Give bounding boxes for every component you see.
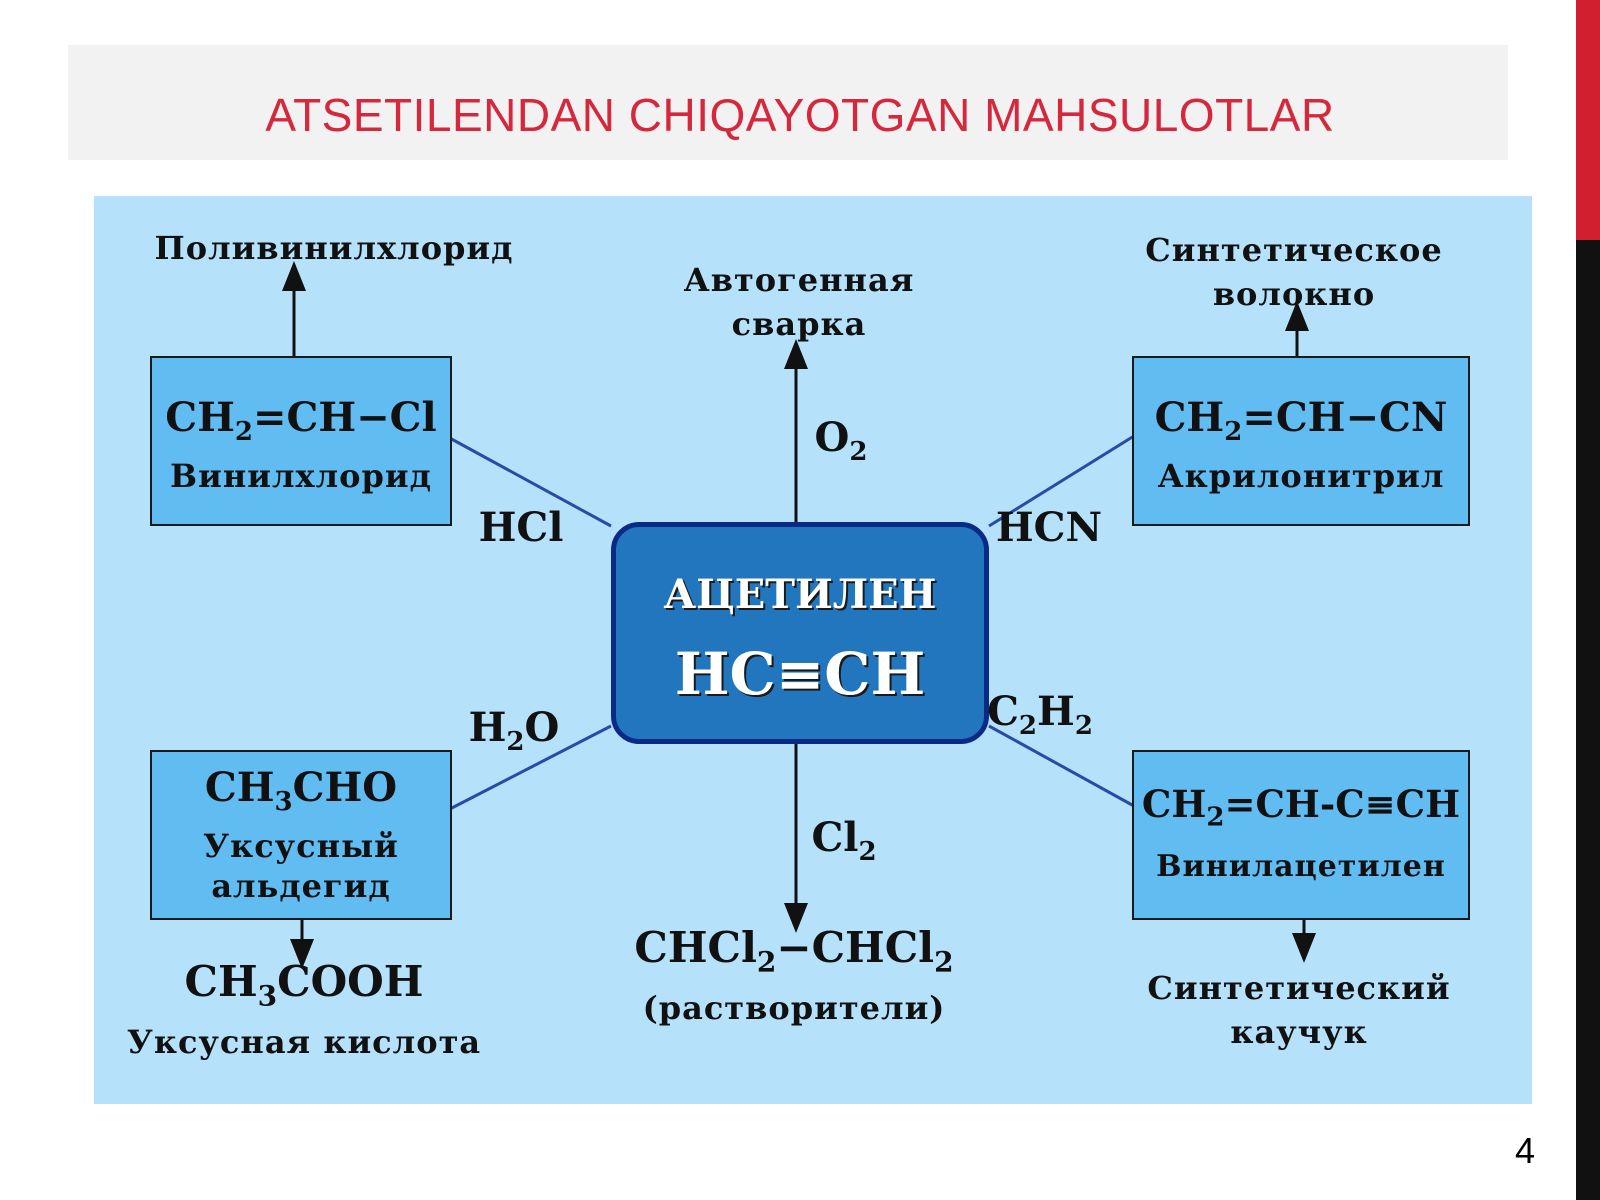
link-c2h2 xyxy=(988,724,1135,808)
box-vinyl-chloride: CH2=CH−Cl Винилхлорид xyxy=(150,356,452,526)
reagent-h2o: H2O xyxy=(468,704,560,757)
reagent-c2h2: C2H2 xyxy=(987,688,1093,741)
center-acetylene: АЦЕТИЛЕН HC≡CH xyxy=(611,522,989,744)
product-solvents: CHCl2−CHCl2 (растворители) xyxy=(634,923,954,1028)
reagent-o2: O2 xyxy=(814,414,868,467)
product-acetic-acid: CH3COOH Уксусная кислота xyxy=(126,957,482,1062)
side-accent-black xyxy=(1576,240,1600,1200)
slide-title: ATSETILENDAN CHIQAYOTGAN MAHSULOTLAR xyxy=(265,89,1335,141)
reaction-diagram: Поливинилхлорид Автогенная сварка Синтет… xyxy=(94,196,1532,1104)
product-rubber: Синтетический каучук xyxy=(1147,969,1451,1051)
side-accent-red xyxy=(1576,0,1600,240)
reagent-hcl: HCl xyxy=(478,504,564,551)
link-h2o xyxy=(445,724,612,813)
reagent-hcn: HCN xyxy=(995,504,1103,551)
slide-number: 4 xyxy=(1515,1130,1536,1171)
product-welding: Автогенная сварка xyxy=(683,261,915,343)
link-hcl xyxy=(445,434,612,528)
box-acrylonitrile: CH2=CH−CN Акрилонитрил xyxy=(1132,356,1470,526)
box-vinylacetylene: CH2=CH-C≡CH Винилацетилен xyxy=(1132,750,1470,920)
product-pvc: Поливинилхлорид xyxy=(154,229,514,267)
box-acetaldehyde: CH3CHO Уксусный альдегид xyxy=(150,750,452,920)
reagent-cl2: Cl2 xyxy=(811,814,877,867)
link-hcn xyxy=(988,434,1135,528)
title-band xyxy=(68,45,1508,160)
product-fiber: Синтетическое волокно xyxy=(1145,231,1443,313)
